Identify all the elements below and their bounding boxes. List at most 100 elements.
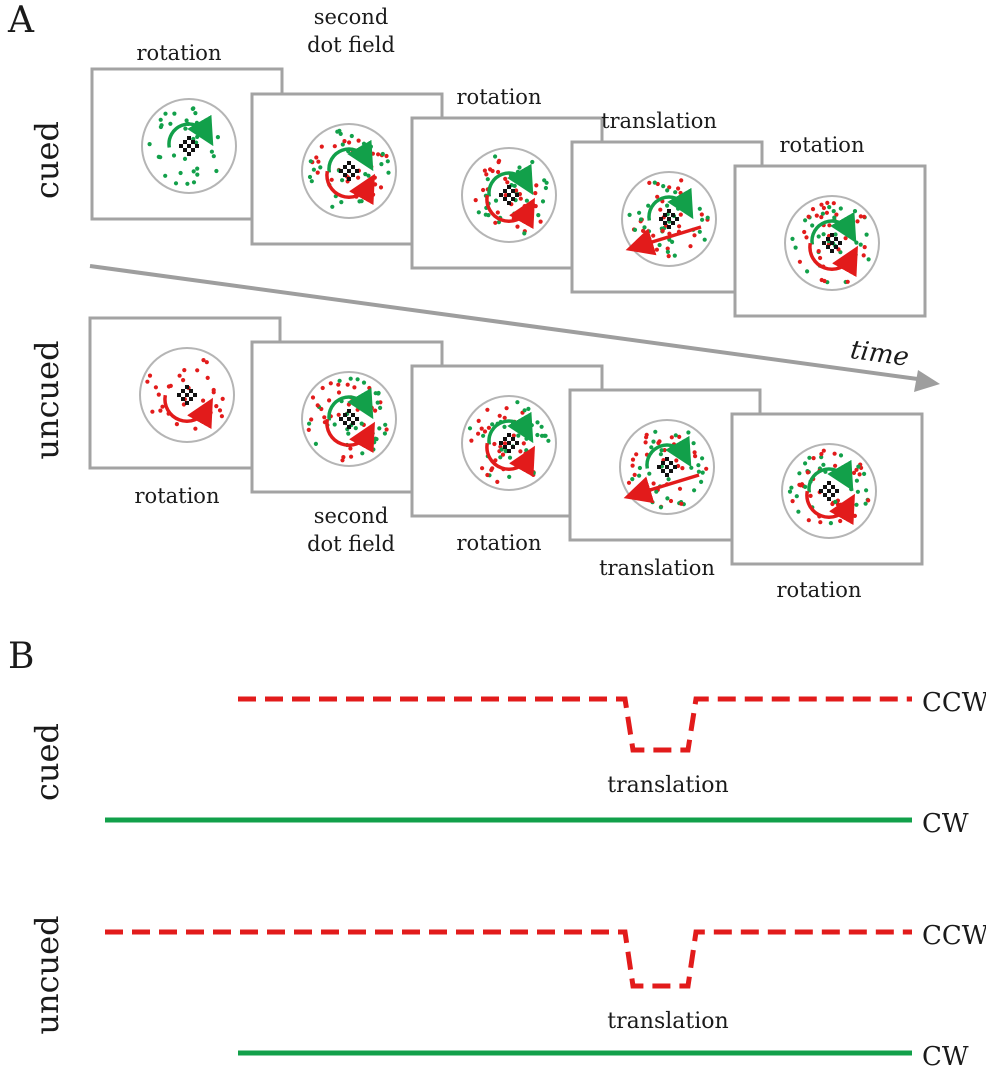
dot [674, 458, 679, 463]
dot [705, 215, 710, 220]
dot [657, 242, 662, 248]
dot [340, 178, 345, 183]
dot [658, 452, 664, 457]
dot [804, 235, 809, 240]
dot [651, 233, 656, 238]
dot [486, 425, 491, 430]
dot [855, 489, 861, 494]
dot [803, 218, 808, 223]
dot [524, 448, 529, 453]
dot [827, 223, 832, 228]
dot [638, 217, 644, 222]
dot [371, 447, 376, 452]
clockwise-arrow-icon [810, 211, 857, 245]
dot [168, 383, 173, 388]
dot [821, 462, 826, 467]
dot [665, 188, 670, 193]
dot [359, 199, 364, 204]
dot [678, 190, 683, 196]
dot [810, 223, 815, 228]
dot [373, 182, 378, 187]
dot [383, 422, 388, 427]
dot [377, 426, 382, 431]
dot [671, 200, 676, 205]
dot [502, 415, 507, 420]
dot [673, 433, 678, 438]
dot [833, 232, 838, 237]
dot [214, 404, 219, 409]
dot [159, 123, 164, 128]
dot [346, 402, 351, 407]
dot [818, 255, 823, 261]
dot [654, 247, 660, 252]
dot [811, 456, 816, 461]
dot [668, 498, 674, 504]
dot [524, 436, 529, 441]
dot [864, 488, 869, 493]
dot [382, 431, 387, 436]
dot [202, 123, 207, 128]
dot [656, 440, 661, 446]
uncued-frame-5-screen [730, 412, 924, 566]
dot [630, 457, 636, 462]
timeline-uncued-dip-label: translation [607, 1009, 728, 1034]
dot [482, 429, 488, 434]
cued-frame-2-label: second [314, 5, 389, 29]
uncued-frame-2-screen [250, 340, 444, 494]
dot [652, 180, 657, 185]
dot [688, 244, 693, 249]
dot [854, 467, 859, 472]
dot [836, 226, 841, 231]
dot [319, 144, 324, 149]
dot [315, 170, 320, 175]
dot [660, 228, 665, 233]
dot [193, 111, 198, 116]
dot [336, 390, 342, 395]
dot [630, 477, 635, 482]
dot [374, 437, 379, 442]
dot [820, 211, 826, 216]
dot [794, 494, 799, 499]
dot [838, 206, 843, 211]
dot [147, 142, 152, 147]
dot [490, 422, 495, 427]
dot [168, 121, 173, 126]
dot [670, 239, 675, 244]
dot [171, 153, 177, 158]
dot [356, 138, 361, 143]
dot [178, 170, 183, 176]
timeline-cued-red-dashed [238, 696, 912, 753]
dot [348, 446, 353, 451]
dot [814, 213, 819, 218]
dot [341, 455, 346, 460]
dot [816, 234, 821, 239]
dot [313, 441, 318, 446]
dot [797, 471, 802, 476]
dot [843, 236, 848, 241]
dot [150, 409, 155, 414]
dot [309, 417, 314, 422]
dot [679, 455, 684, 460]
dot [204, 360, 209, 365]
translation-arrow-icon [625, 225, 702, 256]
dot [523, 168, 528, 173]
uncued-frame-4-label: translation [599, 556, 715, 580]
dot [485, 407, 490, 412]
dot [369, 405, 374, 410]
dot [367, 163, 372, 168]
dot [806, 214, 811, 219]
dot [686, 210, 691, 215]
dot [320, 385, 325, 391]
dot [643, 440, 648, 445]
dot [484, 172, 489, 177]
dot [523, 465, 528, 470]
dot [666, 477, 671, 482]
dot [832, 215, 837, 220]
dot [158, 155, 163, 160]
dot [853, 252, 858, 257]
dot [490, 466, 495, 471]
dot [679, 178, 684, 183]
row-label-cued: cued [28, 121, 66, 199]
dot [522, 231, 527, 236]
